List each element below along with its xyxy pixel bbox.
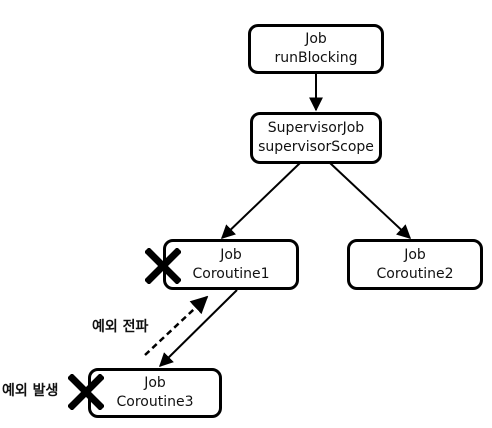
x-mark-icon xyxy=(68,374,104,410)
x-mark-icon xyxy=(145,248,181,284)
exception-occurrence-label: 예외 발생 xyxy=(2,383,59,399)
node-coroutine2: Job Coroutine2 xyxy=(347,239,483,290)
node-coroutine1-line2: Coroutine1 xyxy=(192,265,270,282)
node-coroutine2-line2: Coroutine2 xyxy=(376,265,454,282)
edge-supervisor-coroutine1 xyxy=(220,162,301,239)
node-supervisorscope-line2: supervisorScope xyxy=(258,139,374,155)
node-supervisorscope: SupervisorJob supervisorScope xyxy=(250,112,382,164)
node-coroutine1: Job Coroutine1 xyxy=(163,239,299,290)
node-coroutine2-line1: Job xyxy=(404,246,426,263)
node-runblocking: Job runBlocking xyxy=(248,24,384,74)
node-coroutine3-line2: Coroutine3 xyxy=(116,394,194,410)
node-coroutine3: Job Coroutine3 xyxy=(88,368,222,418)
node-runblocking-line2: runBlocking xyxy=(274,50,358,66)
exception-propagation-arrow xyxy=(144,295,209,356)
edge-coroutine1-coroutine3 xyxy=(159,289,238,367)
exception-propagation-label: 예외 전파 xyxy=(92,319,149,335)
node-runblocking-line1: Job xyxy=(305,31,327,47)
node-coroutine1-line1: Job xyxy=(220,246,242,263)
edge-supervisor-coroutine2 xyxy=(329,162,412,239)
node-supervisorscope-line1: SupervisorJob xyxy=(267,120,365,136)
node-coroutine3-line1: Job xyxy=(144,375,166,391)
